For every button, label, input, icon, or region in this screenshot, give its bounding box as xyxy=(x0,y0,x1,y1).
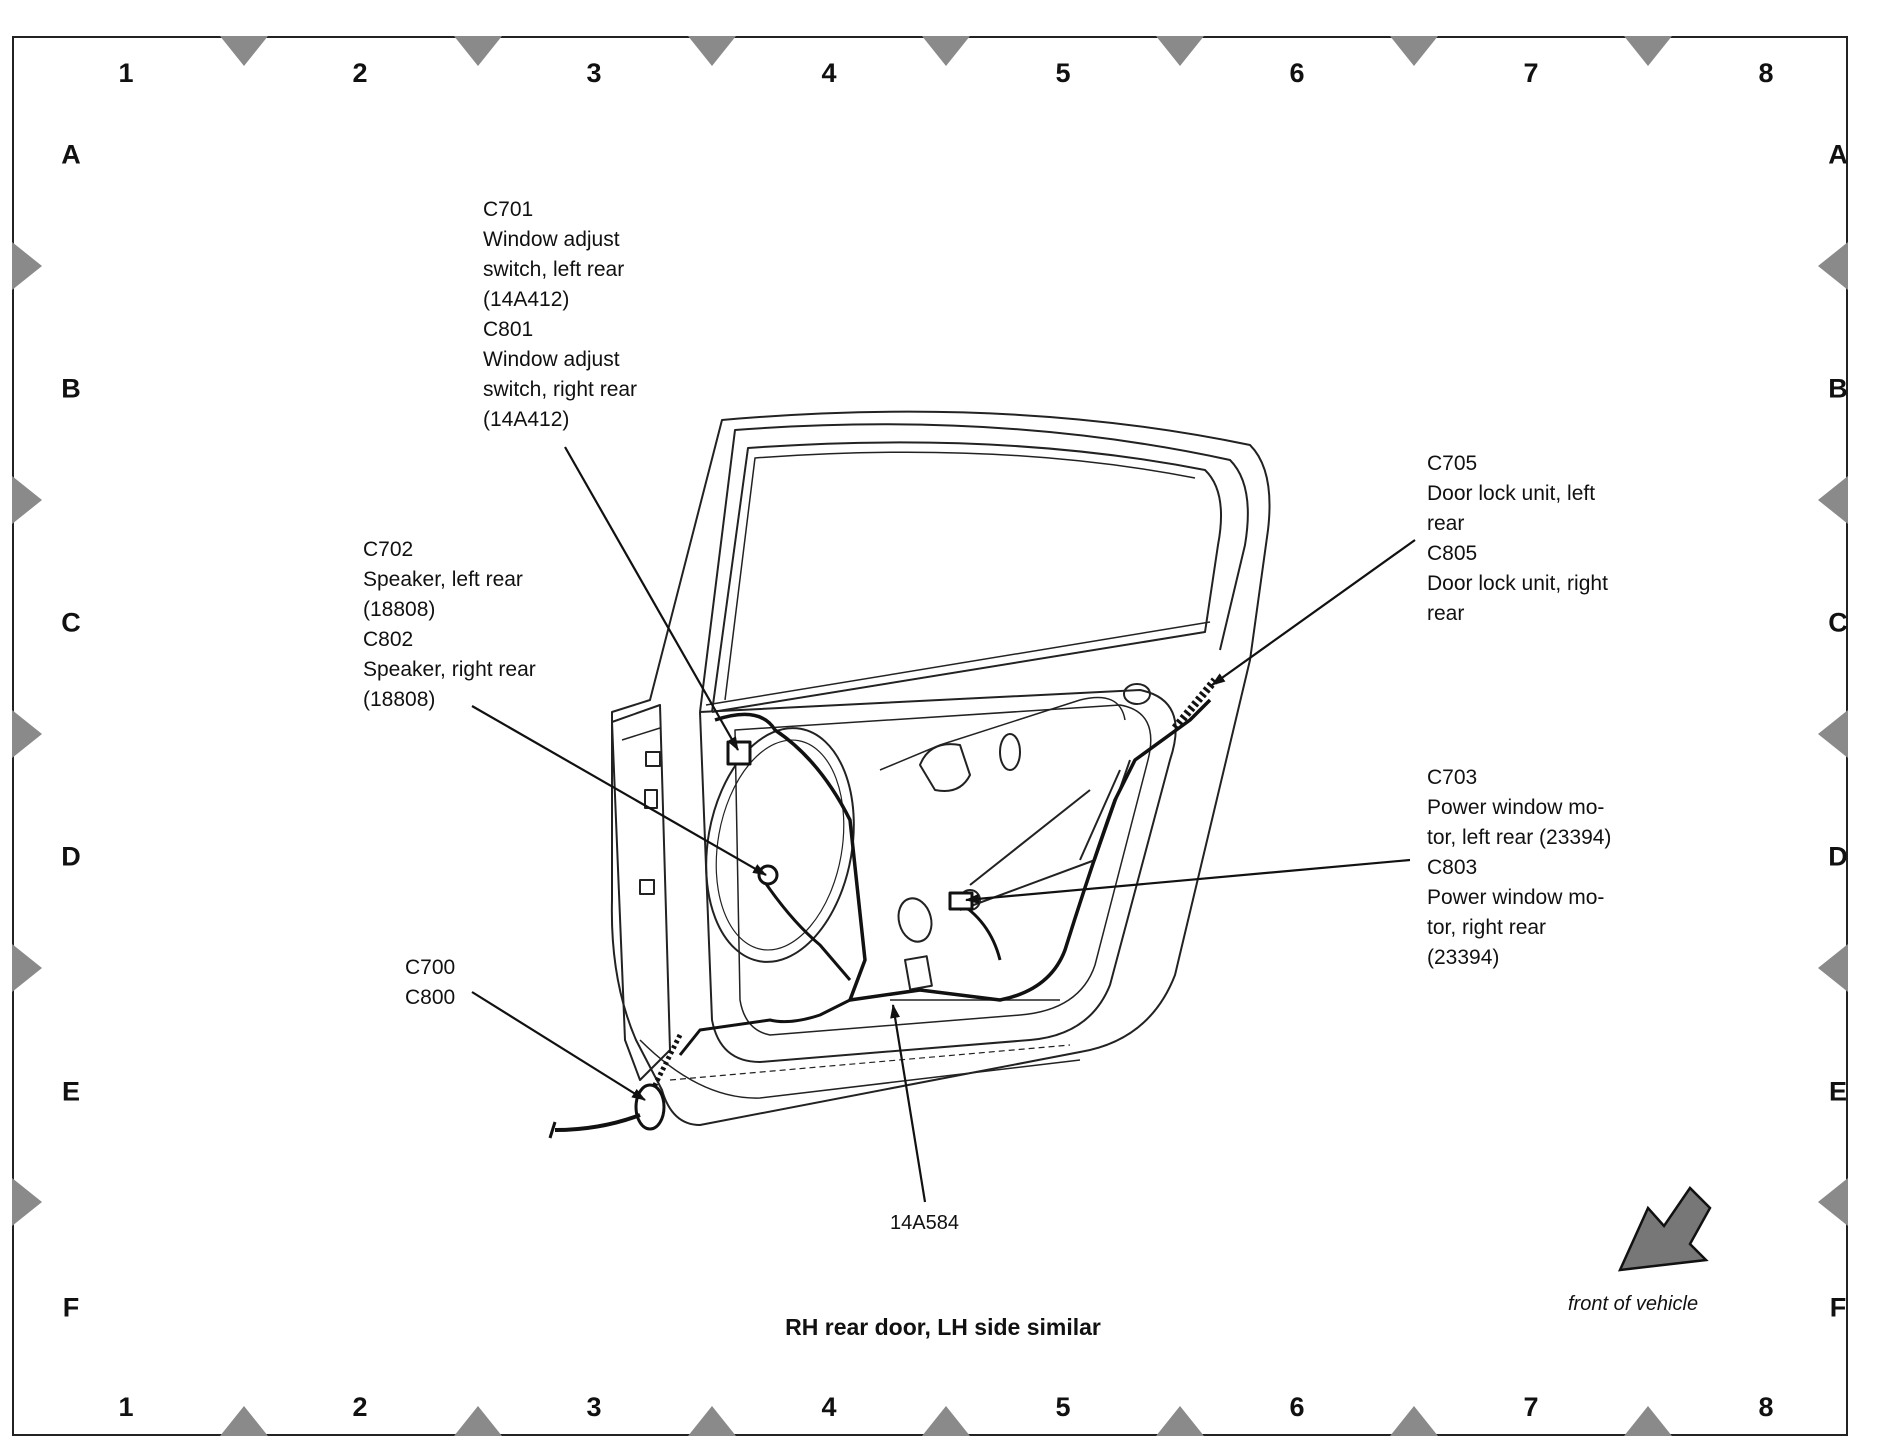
connector-desc-c802: Speaker, right rear (18808) xyxy=(363,658,536,711)
connector-desc-c705: Door lock unit, left rear xyxy=(1427,482,1596,535)
rear-door-illustration xyxy=(548,410,1271,1139)
col-label-top-1: 1 xyxy=(118,58,134,88)
connector-code-c702: C702 xyxy=(363,538,414,561)
leader-c703-c803 xyxy=(965,858,1411,904)
front-of-vehicle-label: front of vehicle xyxy=(1568,1293,1699,1315)
diagram-caption: RH rear door, LH side similar xyxy=(785,1314,1101,1340)
connector-code-c805: C805 xyxy=(1427,542,1478,565)
connector-code-c800: C800 xyxy=(405,986,456,1009)
col-label-bottom-6: 6 xyxy=(1289,1392,1305,1422)
leader-c700-c800 xyxy=(471,991,646,1101)
connector-code-c801: C801 xyxy=(483,318,534,341)
col-label-top-4: 4 xyxy=(821,58,837,88)
zone-markers-left xyxy=(12,242,42,1226)
row-label-right-C: C xyxy=(1828,607,1848,638)
window-motor-connector xyxy=(948,891,974,911)
zone-markers-top xyxy=(220,36,1672,66)
row-label-right-F: F xyxy=(1829,1292,1847,1323)
connector-desc-c703: Power window mo- tor, left rear (23394) xyxy=(1427,796,1612,849)
col-label-top-3: 3 xyxy=(586,58,602,88)
connector-desc-c701: Window adjust switch, left rear (14A412) xyxy=(483,228,625,311)
connector-code-c703: C703 xyxy=(1427,766,1478,789)
row-label-left-D: D xyxy=(61,841,81,872)
row-label-left-E: E xyxy=(61,1076,81,1107)
col-label-bottom-7: 7 xyxy=(1523,1392,1539,1422)
col-label-bottom-8: 8 xyxy=(1758,1392,1774,1422)
row-label-right-E: E xyxy=(1828,1076,1848,1107)
callout-c702-c802: C702 Speaker, left rear (18808) C802 Spe… xyxy=(363,535,536,715)
callout-c701-c801: C701 Window adjust switch, left rear (14… xyxy=(483,195,637,435)
col-label-top-5: 5 xyxy=(1055,58,1071,88)
row-label-right-A: A xyxy=(1828,139,1848,170)
leader-c701-c801 xyxy=(564,446,739,751)
harness-part-number: 14A584 xyxy=(890,1212,959,1234)
pigtail-connector xyxy=(554,1113,641,1132)
row-label-left-A: A xyxy=(61,139,81,170)
row-label-right-B: B xyxy=(1828,373,1848,404)
speaker-opening xyxy=(705,727,855,963)
door-outer-outline xyxy=(610,410,1271,1126)
window-switch-connector xyxy=(726,740,752,766)
window-frame-outer xyxy=(699,423,1249,713)
connector-desc-c805: Door lock unit, right rear xyxy=(1427,572,1608,625)
row-label-left-F: F xyxy=(62,1292,80,1323)
callout-c703-c803: C703 Power window mo- tor, left rear (23… xyxy=(1427,763,1611,973)
wiring-harness xyxy=(714,698,1212,1002)
leader-lines xyxy=(471,446,1416,1203)
connector-desc-c801: Window adjust switch, right rear (14A412… xyxy=(483,348,638,431)
zone-markers-bottom xyxy=(220,1406,1672,1436)
callout-c700-c800: C700 C800 xyxy=(405,953,455,1013)
hinge-pillar xyxy=(611,704,671,1081)
row-label-left-C: C xyxy=(61,607,81,638)
leader-c702-c802 xyxy=(471,705,767,876)
col-label-top-7: 7 xyxy=(1523,58,1539,88)
window-opening xyxy=(711,441,1223,713)
connector-code-c700: C700 xyxy=(405,956,456,979)
connector-code-c701: C701 xyxy=(483,198,534,221)
connector-desc-c702: Speaker, left rear (18808) xyxy=(363,568,523,621)
col-label-bottom-3: 3 xyxy=(586,1392,602,1422)
col-label-bottom-5: 5 xyxy=(1055,1392,1071,1422)
col-label-top-6: 6 xyxy=(1289,58,1305,88)
leader-14a584 xyxy=(890,1004,927,1203)
col-label-top-2: 2 xyxy=(352,58,368,88)
inner-panel-outline xyxy=(699,689,1177,1063)
leader-c705-c805 xyxy=(1211,539,1416,686)
connector-code-c802: C802 xyxy=(363,628,414,651)
col-label-top-8: 8 xyxy=(1758,58,1774,88)
connector-desc-c803: Power window mo- tor, right rear (23394) xyxy=(1427,886,1605,969)
col-label-bottom-2: 2 xyxy=(352,1392,368,1422)
connector-code-c705: C705 xyxy=(1427,452,1478,475)
zone-markers-right xyxy=(1818,242,1848,1226)
row-label-right-D: D xyxy=(1828,841,1848,872)
col-label-bottom-4: 4 xyxy=(821,1392,837,1422)
connector-code-c803: C803 xyxy=(1427,856,1478,879)
row-label-left-B: B xyxy=(61,373,81,404)
col-label-bottom-1: 1 xyxy=(118,1392,134,1422)
callout-c705-c805: C705 Door lock unit, left rear C805 Door… xyxy=(1427,449,1608,629)
speaker-connector xyxy=(757,864,779,886)
front-of-vehicle-arrow-icon xyxy=(1617,1186,1712,1272)
